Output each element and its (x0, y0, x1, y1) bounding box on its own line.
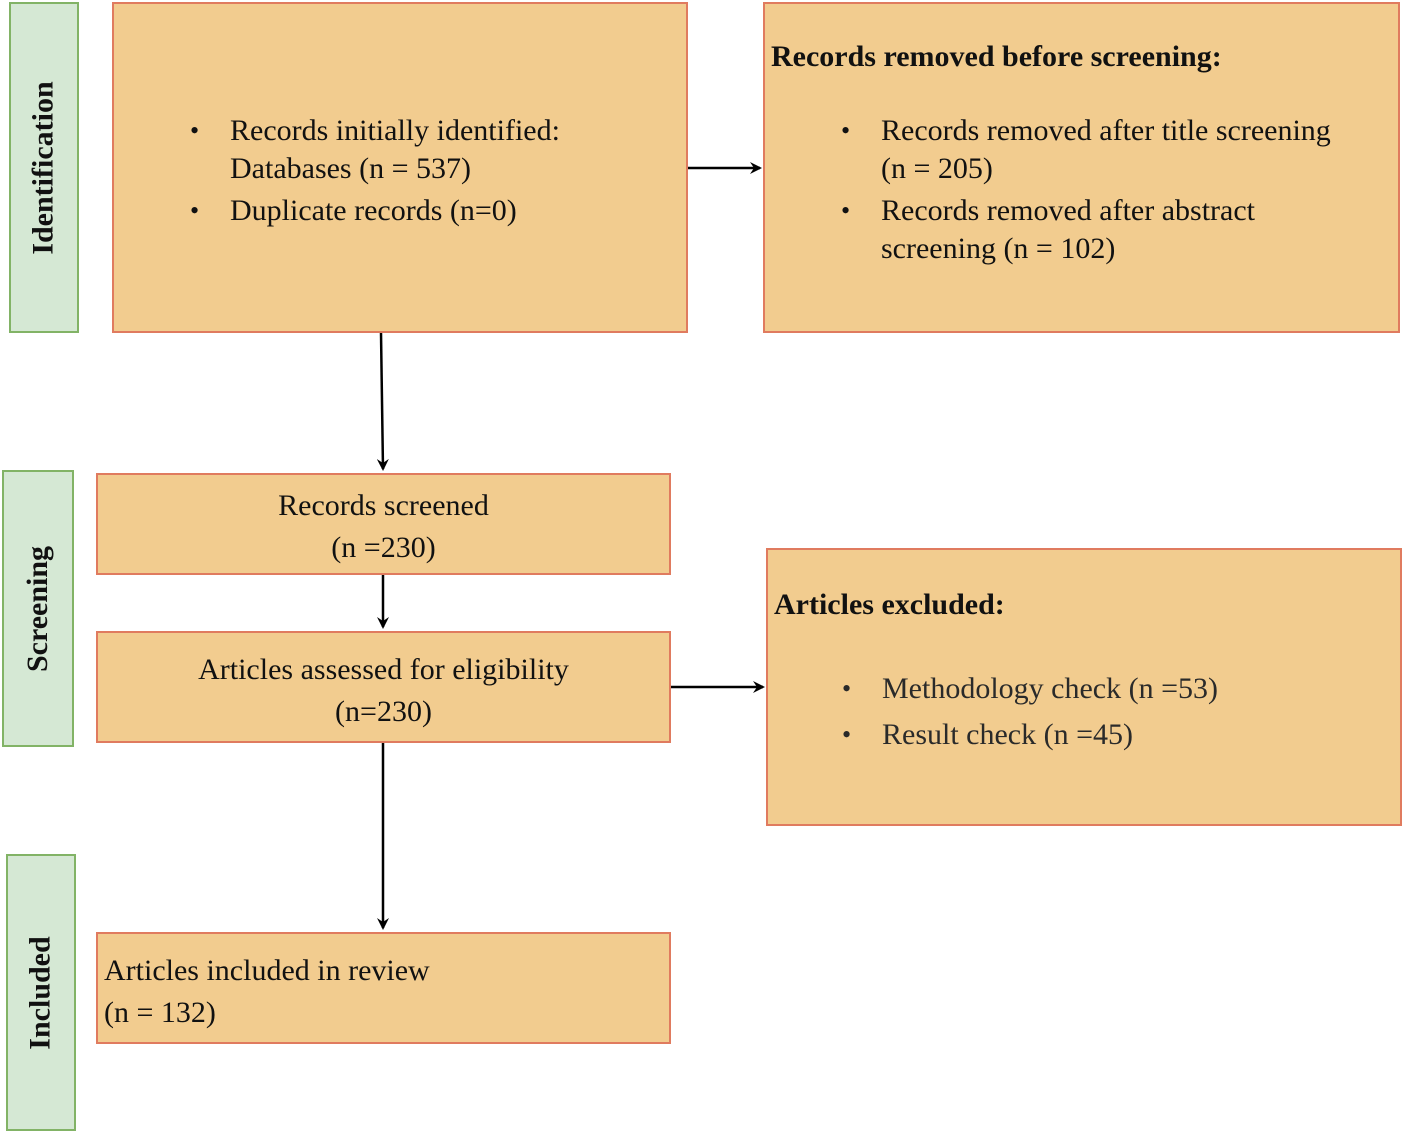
screened-line2: (n =230) (331, 531, 436, 564)
identified-item-records-line2: Databases (n = 537) (230, 152, 472, 185)
stage-identification: Identification (9, 2, 79, 333)
stage-included: Included (6, 854, 76, 1131)
eligibility-line1: Articles assessed for eligibility (198, 653, 569, 686)
eligibility-box: Articles assessed for eligibility (n=230… (96, 631, 671, 743)
stage-screening: Screening (2, 470, 74, 747)
identified-item-duplicates: • Duplicate records (n=0) (190, 192, 670, 230)
removed-item-title: • Records removed after title screening … (841, 112, 1391, 188)
eligibility-line2: (n=230) (335, 695, 432, 728)
included-line2: (n = 132) (104, 996, 216, 1029)
excluded-item-result: • Result check (n =45) (842, 716, 1382, 754)
removed-item-title-line1: Records removed after title screening (881, 114, 1331, 147)
screened-box: Records screened (n =230) (96, 473, 671, 575)
identified-item-records-line1: Records initially identified: (230, 114, 560, 147)
excluded-heading: Articles excluded: (774, 588, 1005, 621)
removed-heading: Records removed before screening: (771, 40, 1222, 73)
included-line1: Articles included in review (104, 954, 430, 987)
removed-item-abstract-line2: screening (n = 102) (881, 232, 1116, 265)
excluded-item-methodology: • Methodology check (n =53) (842, 670, 1382, 708)
screened-line1: Records screened (278, 489, 489, 522)
identified-item-duplicates-line1: Duplicate records (n=0) (230, 194, 517, 227)
removed-item-abstract: • Records removed after abstract screeni… (841, 192, 1391, 268)
identified-box: • Records initially identified: Database… (112, 2, 688, 333)
excluded-item-methodology-text: Methodology check (n =53) (882, 672, 1219, 705)
included-box: Articles included in review (n = 132) (96, 932, 671, 1044)
excluded-box: Articles excluded: • Methodology check (… (766, 548, 1402, 826)
removed-box: Records removed before screening: • Reco… (763, 2, 1400, 333)
removed-item-abstract-line1: Records removed after abstract (881, 194, 1255, 227)
identified-item-records: • Records initially identified: Database… (190, 112, 670, 188)
excluded-item-result-text: Result check (n =45) (882, 718, 1134, 751)
removed-item-title-line2: (n = 205) (881, 152, 993, 185)
arrow-identified-to-screened (376, 332, 389, 471)
